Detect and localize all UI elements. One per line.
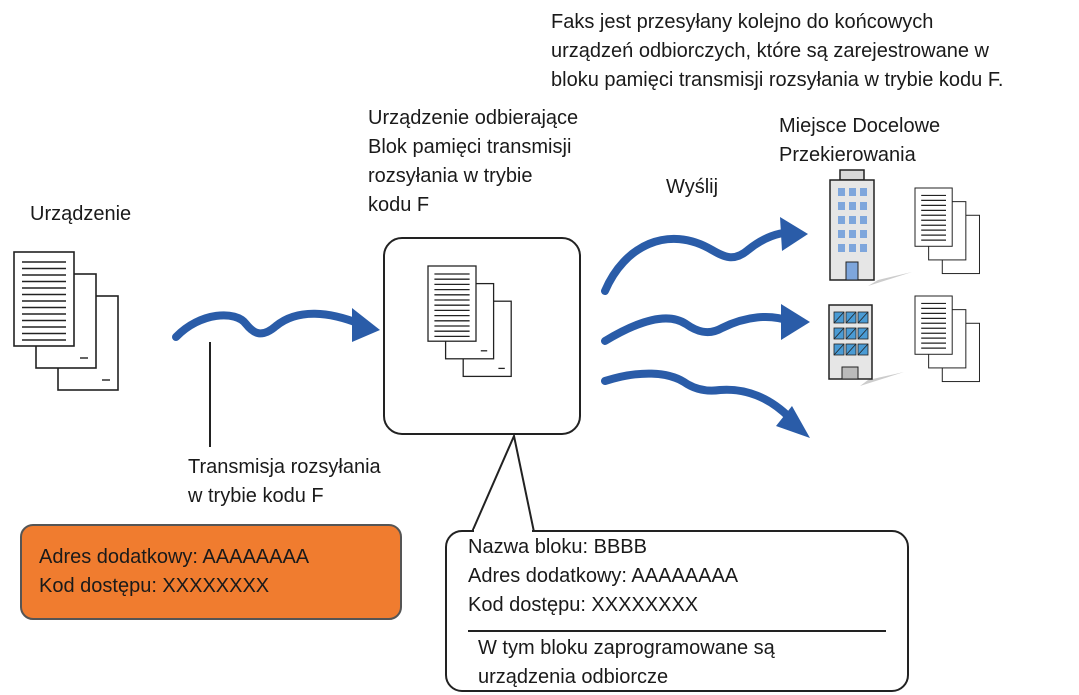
- transmission-line-2: w trybie kodu F: [188, 485, 324, 507]
- send-arrow-2: [601, 313, 794, 345]
- header-line-1: Faks jest przesyłany kolejno do końcowyc…: [551, 11, 934, 33]
- block-info-text: Nazwa bloku: BBBB Adres dodatkowy: AAAAA…: [468, 533, 738, 620]
- incoming-transmission-arrow: [172, 309, 364, 341]
- forward-line-2: Przekierowania: [779, 144, 916, 166]
- receiving-line-3: rozsyłania w trybie: [368, 165, 533, 187]
- source-device-label: Urządzenie: [30, 203, 132, 225]
- source-document-stack-icon: [13, 251, 119, 391]
- receiving-line-1: Urządzenie odbierające: [368, 107, 579, 129]
- transmission-label: Transmisja rozsyłania w trybie kodu F: [188, 453, 381, 511]
- block-subaddress: Adres dodatkowy: AAAAAAAA: [468, 565, 739, 587]
- forward-line-1: Miejsce Docelowe: [779, 115, 941, 137]
- sender-info-box: Adres dodatkowy: AAAAAAAA Kod dostępu: X…: [20, 524, 402, 620]
- block-info-callout: [471, 432, 535, 533]
- receiving-device-label: Urządzenie odbierające Blok pamięci tran…: [368, 104, 578, 220]
- forward-document-stack-1-icon: [914, 187, 980, 275]
- header-line-3: bloku pamięci transmisji rozsyłania w tr…: [551, 69, 1004, 91]
- header-line-2: urządzeń odbiorczych, które są zarejestr…: [551, 40, 989, 62]
- receiving-document-stack-icon: [427, 265, 512, 378]
- block-note: W tym bloku zaprogramowane są urządzenia…: [478, 634, 775, 692]
- forward-document-stack-2-icon: [914, 295, 980, 383]
- transmission-line-1: Transmisja rozsyłania: [188, 456, 381, 478]
- receiving-line-4: kodu F: [368, 194, 430, 216]
- block-name: Nazwa bloku: BBBB: [468, 536, 647, 558]
- send-label: Wyślij: [666, 176, 719, 198]
- block-info-box: [445, 530, 909, 692]
- forward-destination-label: Miejsce Docelowe Przekierowania: [779, 112, 940, 170]
- header-caption: Faks jest przesyłany kolejno do końcowyc…: [551, 8, 1003, 95]
- block-passcode: Kod dostępu: XXXXXXXX: [468, 594, 699, 616]
- sender-subaddress: Adres dodatkowy: AAAAAAAA: [39, 546, 310, 568]
- sender-passcode: Kod dostępu: XXXXXXXX: [39, 575, 270, 597]
- receiving-line-2: Blok pamięci transmisji: [368, 136, 572, 158]
- office-building-icon: [829, 169, 912, 286]
- send-arrow-1: [601, 228, 794, 295]
- block-note-line-2: urządzenia odbiorcze: [478, 666, 669, 688]
- apartment-building-icon: [828, 304, 904, 386]
- block-note-line-1: W tym bloku zaprogramowane są: [478, 637, 775, 659]
- send-arrow-3: [601, 369, 794, 422]
